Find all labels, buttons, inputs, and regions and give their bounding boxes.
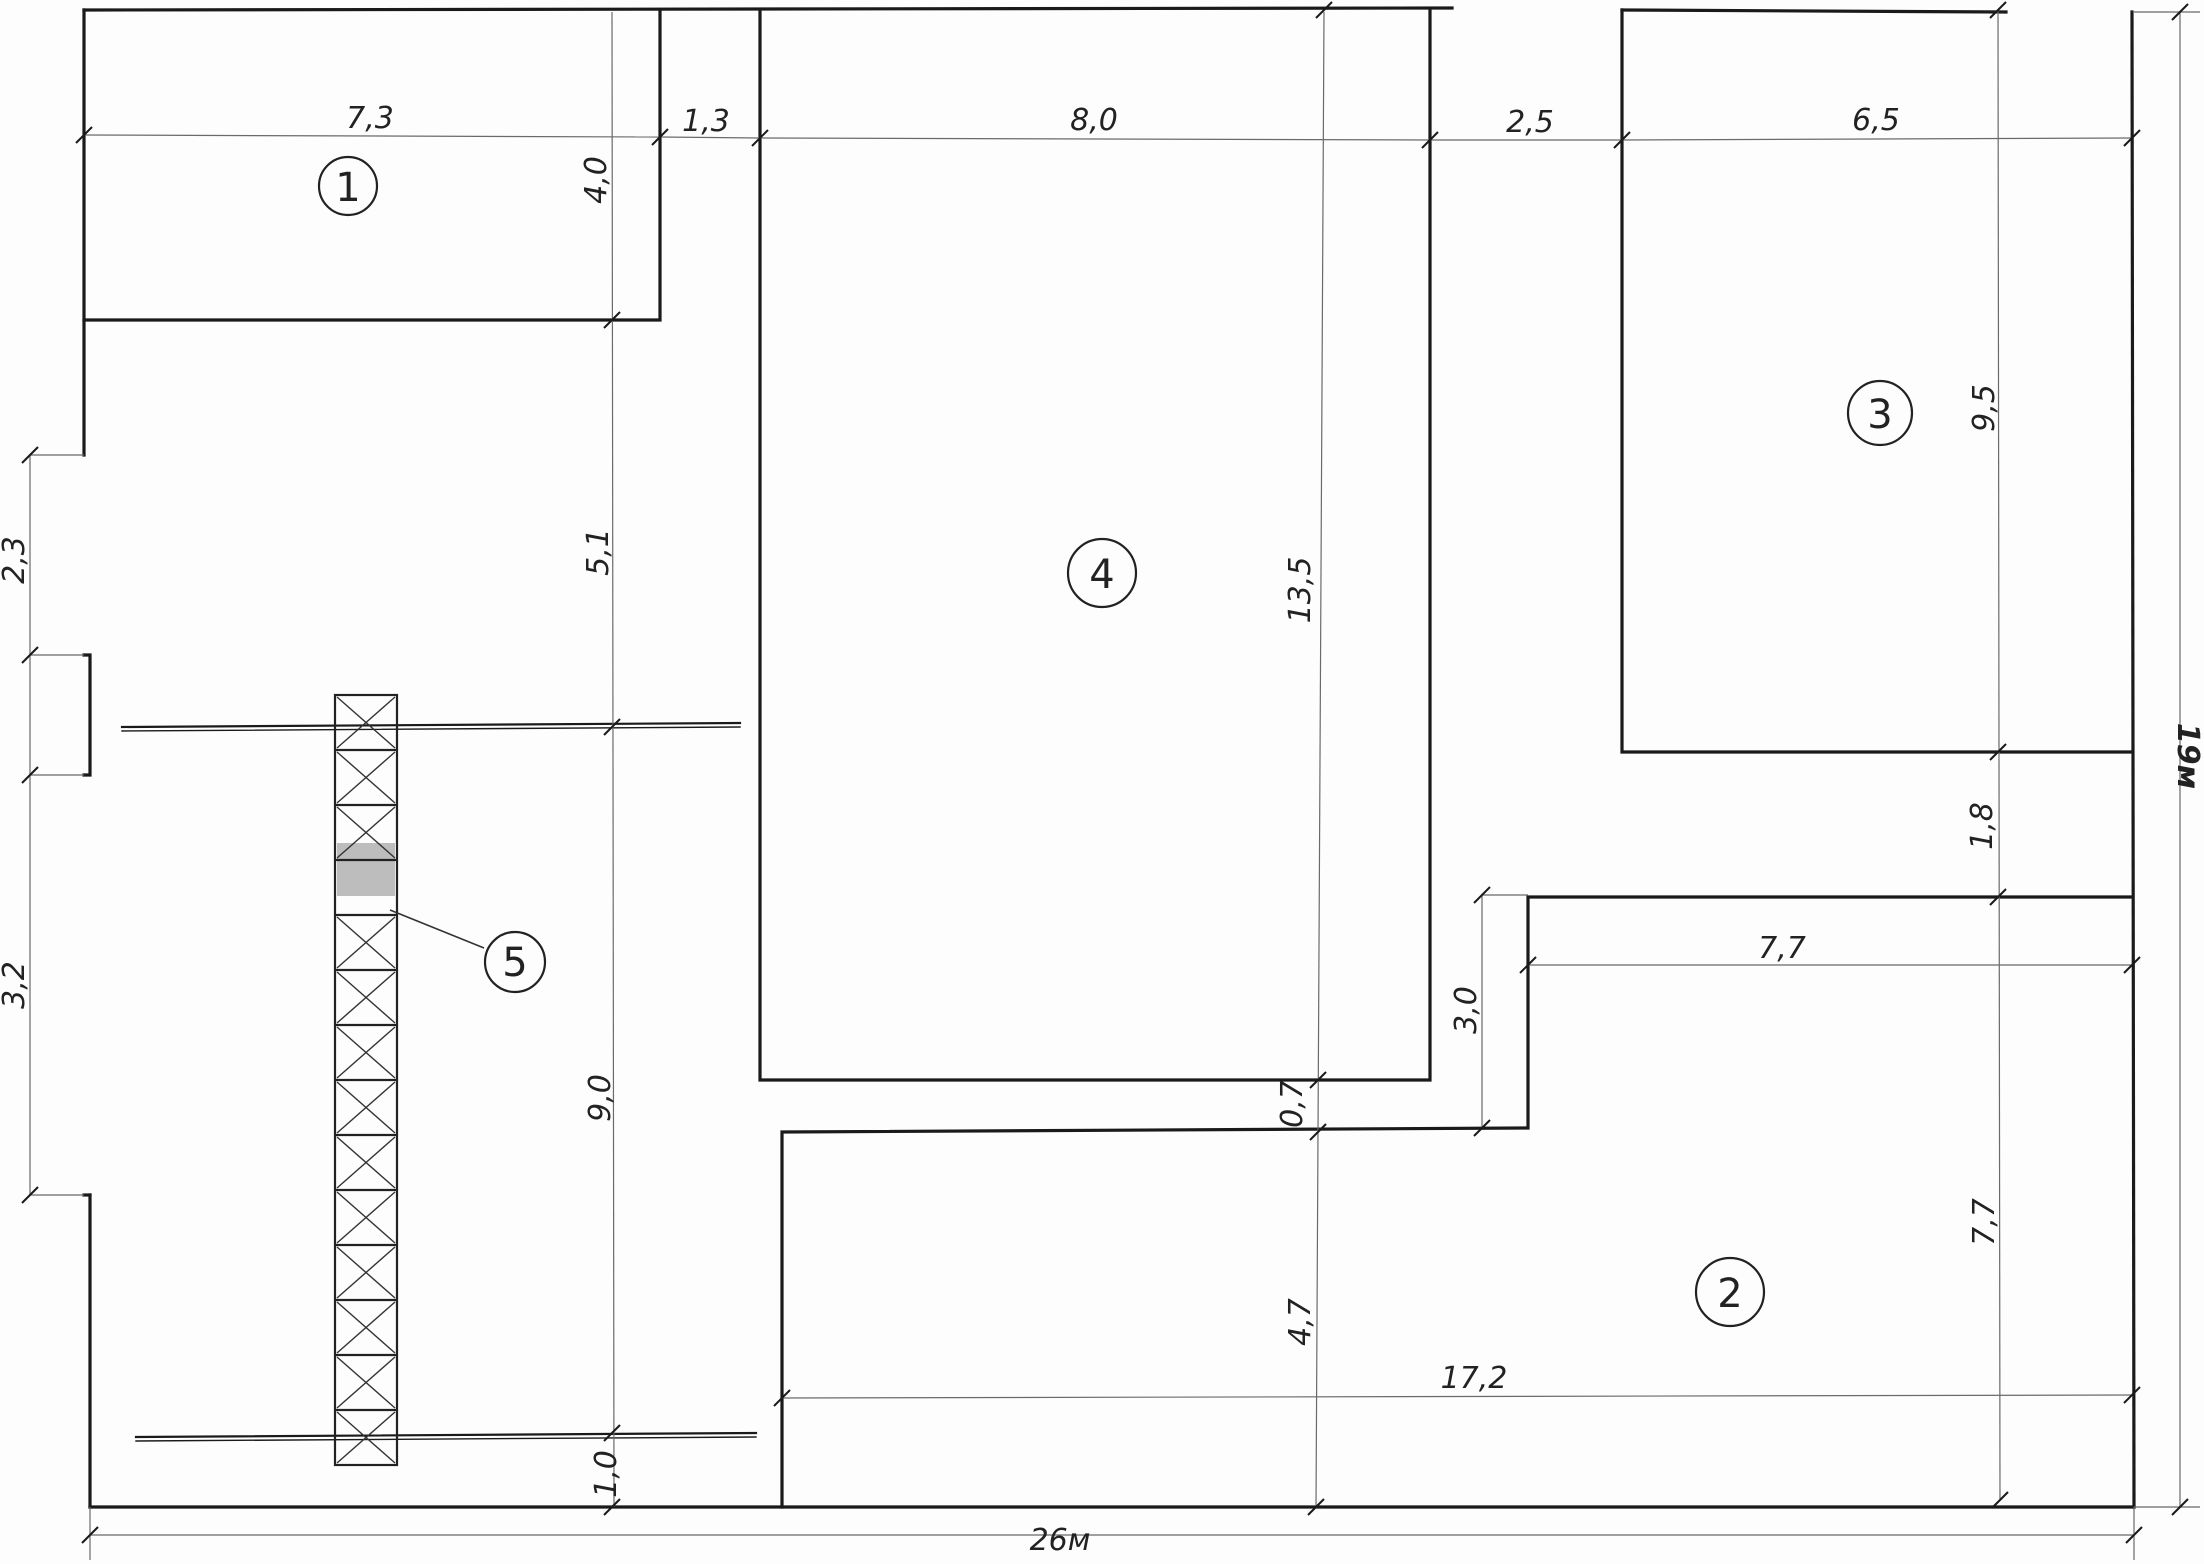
rack-cell-cross [336, 806, 396, 859]
item-5-label: 5 [502, 940, 527, 986]
rack-cell-cross [336, 1356, 396, 1409]
corridor-partitions [120, 721, 758, 1442]
room-labels: 1 4 3 2 [317, 155, 1914, 1328]
rack-cell-cross [336, 1081, 396, 1134]
room-2-label: 2 [1717, 1271, 1742, 1317]
dim-room2-left-depth: 4,7 [1283, 1298, 1318, 1346]
rack-cells [335, 696, 397, 1464]
dim-left-lower: 9,0 [583, 1074, 618, 1122]
rack-cell-cross [336, 1301, 396, 1354]
room-1-label: 1 [335, 165, 360, 211]
dim-gap-b: 2,5 [1506, 105, 1554, 140]
dimension-ticks [21, 1, 2189, 1544]
dimension-labels-vertical: 4,0 5,1 9,0 1,0 13,5 0,7 4,7 3,0 9,5 1,8… [0, 156, 2204, 1498]
dim-left-upper: 5,1 [581, 528, 616, 576]
dim-room3-width: 6,5 [1852, 103, 1900, 138]
dim-room2-upper-width: 7,7 [1758, 931, 1806, 966]
dim-corridor-gap: 1,8 [1965, 802, 2000, 850]
dim-step-height: 3,0 [1449, 986, 1484, 1034]
dim-room1-depth: 4,0 [579, 156, 614, 204]
dim-door-2: 3,2 [0, 961, 32, 1009]
rack-cell-cross [336, 1136, 396, 1189]
dim-room3-depth: 9,5 [1967, 384, 2002, 432]
dim-total-height: 19м [2170, 723, 2204, 789]
dim-bottom-gap: 1,0 [589, 1450, 624, 1498]
room-3-walls [1620, 8, 2134, 754]
dim-room4-width: 8,0 [1070, 103, 1118, 138]
rack-cell-cross [336, 1026, 396, 1079]
rack-cell-cross [336, 1191, 396, 1244]
rack-cell-cross [336, 1411, 396, 1464]
room-4-walls [758, 8, 1432, 1082]
rack-cell-cross [336, 751, 396, 804]
room-3-circle [1846, 379, 1914, 447]
room-4-circle [1066, 537, 1138, 609]
callout-circle-5 [483, 930, 547, 994]
room-3-label: 3 [1867, 392, 1892, 438]
dim-room2-width: 17,2 [1441, 1361, 1508, 1396]
dim-passage: 0,7 [1275, 1080, 1310, 1128]
rack-cell-cross [336, 916, 396, 969]
dimension-lines [29, 9, 2200, 1560]
room-1-circle [317, 155, 379, 217]
rack-cell-cross [336, 696, 396, 749]
dim-door-1: 2,3 [0, 536, 32, 584]
dim-room2-depth: 7,7 [1967, 1198, 2002, 1246]
dim-total-width: 26м [1030, 1523, 1091, 1558]
room-4-label: 4 [1089, 552, 1114, 598]
dim-room1-width: 7,3 [346, 101, 394, 136]
room-2-walls [780, 895, 2134, 1509]
dimension-labels-horizontal: 7,3 1,3 8,0 2,5 6,5 7,7 17,2 26м [346, 101, 1900, 1558]
rack-callout: 5 [389, 909, 547, 994]
room-2-circle [1694, 1256, 1766, 1328]
dim-room4-depth: 13,5 [1283, 557, 1318, 624]
rack-cell-cross [336, 1246, 396, 1299]
dim-gap-a: 1,3 [682, 104, 730, 139]
rack-cell-cross [336, 971, 396, 1024]
outer-walls [82, 6, 2136, 1509]
